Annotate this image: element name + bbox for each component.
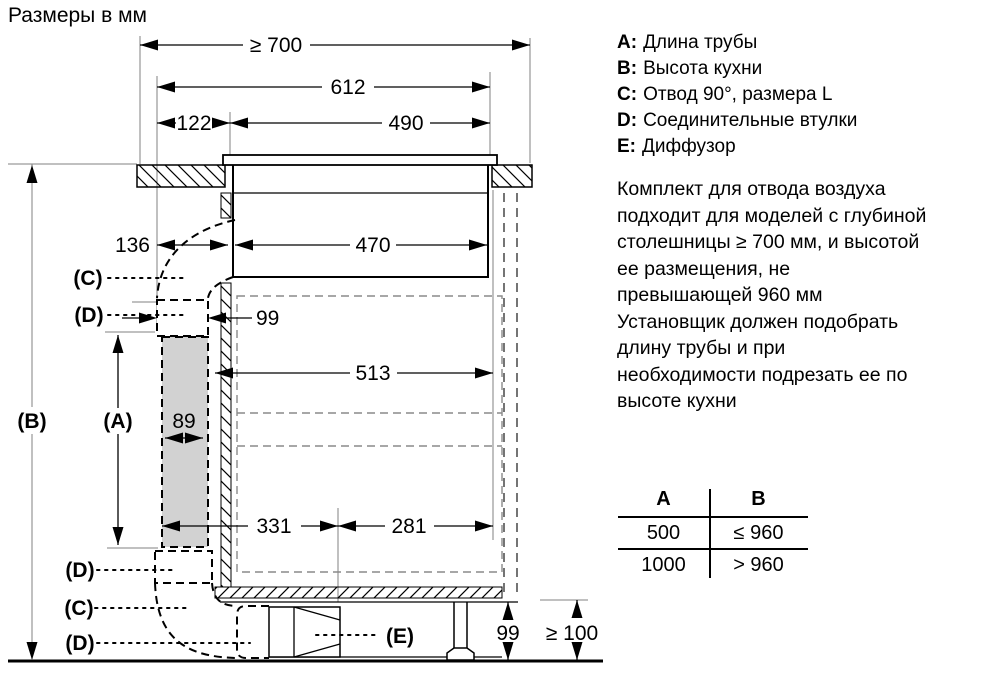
dim-left: 331 [256,515,291,538]
dimension-offset-136: 136 [115,234,228,257]
label-E: (E) [386,625,414,648]
dim-rear: 122 [176,112,211,135]
size-table: A B 500 ≤ 960 1000 > 960 [618,483,808,580]
label-B: (B) [17,410,46,433]
table-row: 500 ≤ 960 [618,518,808,548]
table-divider [709,489,711,578]
label-D-upper: (D) [74,304,103,327]
dimension-drawing: ≥ 700 612 122 490 136 470 [8,34,603,663]
legend-key-b: B: [617,58,638,79]
dim-toe: 99 [496,622,519,645]
table-cell-a1: 500 [646,521,681,544]
dim-depth: ≥ 700 [250,34,302,57]
cabinet-foot [446,602,475,661]
dim-width: 612 [330,76,365,99]
table-row: 1000 > 960 [618,550,808,580]
dimension-front-490: 490 [230,112,490,135]
sleeve-lower [154,550,213,584]
table-header-b: B [751,488,766,510]
elbow-top-outer [156,219,236,299]
dimension-pipe-A: (A) [103,335,133,545]
elbow-bottom-inner [211,582,238,607]
dimension-cutout-470: 470 [235,234,487,257]
cabinet-back-panel-upper [220,192,232,219]
sleeve-toe [236,605,269,659]
label-D-toe: (D) [65,632,94,655]
elbow-bottom-outer [154,582,238,659]
legend-item-c: C:Отвод 90°, размера L [617,82,857,108]
dimension-inner-513: 513 [215,362,493,385]
legend-key-e: E: [617,136,636,157]
installation-note: Комплект для отвода воздуха подходит для… [617,178,927,412]
dim-toe-min: ≥ 100 [546,622,598,645]
countertop-left [136,164,226,188]
dim-inner: 513 [355,362,390,385]
dimension-height-B: (B) [17,164,47,660]
legend-key-a: A: [617,32,638,53]
dimension-toe-min-100: ≥ 100 [546,600,598,660]
dimension-left-331: 331 [162,515,338,538]
table-rule-2 [618,548,808,550]
legend-item-e: E: Диффузор [617,134,857,160]
dimension-width-612: 612 [157,76,490,99]
dim-front: 490 [388,112,423,135]
hob-body [232,163,489,278]
dim-duct: 89 [172,410,195,433]
legend-item-b: B:Высота кухни [617,56,857,82]
hob-top-plate [222,154,498,166]
component-labels: (C) (D) (D) (C) (D) (E) [64,267,414,655]
dimension-right-281: 281 [338,515,493,538]
legend-text-a: Длина трубы [643,32,758,53]
legend-item-d: D:Соединительные втулки [617,108,857,134]
dim-cutout: 470 [355,234,390,257]
dim-offset: 136 [115,234,150,257]
dimension-rear-122: 122 [157,112,230,135]
page-title: Размеры в мм [8,4,147,27]
cabinet-bottom-panel [214,586,503,599]
dimension-duct-89: 89 [165,410,203,444]
dim-right: 281 [391,515,426,538]
legend-key-d: D: [617,110,638,131]
legend-text-b: Высота кухни [643,58,763,79]
dim-sleeve: 99 [256,307,279,330]
legend-item-a: A:Длина трубы [617,30,857,56]
table-header-row: A B [618,483,808,516]
leader-lines [94,277,379,644]
legend-text-d: Соединительные втулки [643,110,858,131]
table-cell-b1: ≤ 960 [733,521,784,544]
table-rule-1 [618,516,808,518]
label-D-lower: (D) [65,559,94,582]
dimension-sleeve-99: 99 [122,307,279,330]
label-C-lower: (C) [64,597,93,620]
dimension-toe-99: 99 [496,602,520,660]
cabinet-structure [8,154,603,663]
table-header-a: A [656,488,671,510]
legend-text-e: Диффузор [642,136,736,157]
dimension-depth-700: ≥ 700 [140,34,530,57]
label-C-upper: (C) [73,267,102,290]
table-cell-a2: 1000 [641,553,686,576]
table-cell-b2: > 960 [733,553,784,576]
diffuser [268,606,341,658]
label-A: (A) [103,410,132,433]
countertop-right [491,164,533,188]
cabinet-interior-dashed [236,193,518,597]
legend-text-c: Отвод 90°, размера L [643,84,833,105]
legend-key-c: C: [617,84,638,105]
cabinet-back-panel-lower [220,282,232,588]
sleeve-upper [156,299,209,337]
elbow-top-inner [207,276,234,299]
legend: A:Длина трубы B:Высота кухни C:Отвод 90°… [617,30,857,160]
